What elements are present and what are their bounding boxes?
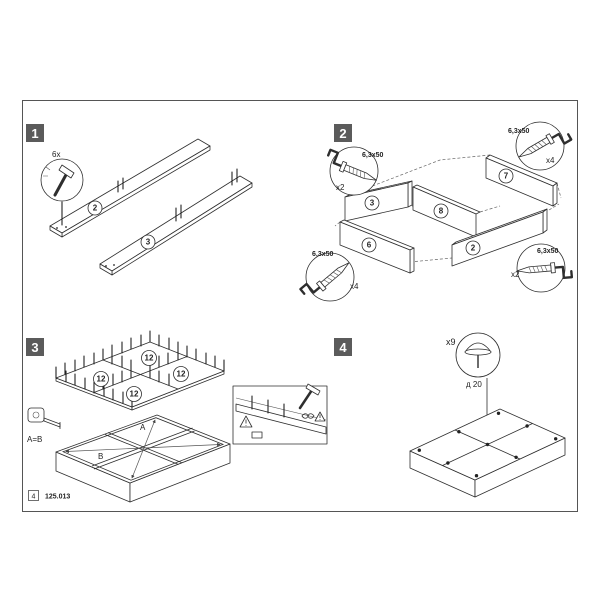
step-number: 2 xyxy=(339,126,346,141)
frame-underside xyxy=(409,408,566,498)
step-1-illustration: 2 3 6x xyxy=(40,138,253,276)
screw-qty: x4 xyxy=(546,156,555,165)
board-edge-face xyxy=(111,182,253,276)
part-label-circle xyxy=(361,237,377,253)
screw-qty: x4 xyxy=(350,282,359,291)
tape-measure-icon xyxy=(27,407,61,429)
foot-callout: x9 д 20 xyxy=(446,332,501,389)
slat-count: 12 xyxy=(97,375,106,384)
page-frame xyxy=(22,100,578,512)
part-label-circle xyxy=(498,168,514,184)
screw-size: 6,3x50 xyxy=(362,152,384,159)
slat-grid: 12 12 12 12 xyxy=(55,330,225,411)
step-badge-2: 2 xyxy=(334,124,352,142)
hammer-icon xyxy=(298,383,321,410)
hammer-callout: 6x xyxy=(40,150,84,202)
screw-callout-bottom-right: 6,3x50 x2 xyxy=(511,243,574,293)
screw-callout-top-right: 6,3x50 x4 xyxy=(508,121,573,171)
step-badge-3: 3 xyxy=(26,338,44,356)
feet-qty: x9 xyxy=(446,337,456,347)
part-number: 2 xyxy=(471,244,476,253)
inset-slat xyxy=(235,403,327,435)
step-2-illustration: 3 8 7 6 2 xyxy=(299,121,574,302)
assembled-frame: A B xyxy=(55,414,231,503)
part-label-circle xyxy=(465,240,481,256)
hammer-icon xyxy=(43,164,75,197)
screw-qty: x2 xyxy=(511,270,520,279)
step-number: 1 xyxy=(31,126,38,141)
dowel-pins xyxy=(55,330,225,408)
panel-part-8: 8 xyxy=(412,184,481,238)
footer: 4 125.013 xyxy=(28,490,70,501)
step-badge-1: 1 xyxy=(26,124,44,142)
slat-label-2: 12 xyxy=(93,371,109,387)
slat-count: 12 xyxy=(177,370,186,379)
dowel-pins xyxy=(61,168,238,226)
page-number-box xyxy=(28,490,39,501)
feet-size: д 20 xyxy=(466,380,482,389)
screwdriver-icon xyxy=(518,132,573,158)
step-number: 4 xyxy=(339,340,347,355)
panel-part-6: 6 xyxy=(339,219,415,274)
dowel-holes xyxy=(56,226,115,267)
slat-count: 12 xyxy=(130,390,139,399)
screwdriver-icon xyxy=(327,148,377,181)
article-code: 125.013 xyxy=(45,494,70,501)
diagonal-b-label: B xyxy=(98,452,103,461)
panel-part-7: 7 xyxy=(485,154,558,207)
placement-guides xyxy=(334,154,562,263)
screw-icon xyxy=(320,262,350,288)
screw-icon xyxy=(343,164,377,181)
step-badge-4: 4 xyxy=(334,338,352,356)
measure-rule: A=B xyxy=(27,435,42,444)
hammer-count: 6x xyxy=(52,150,60,159)
board-end-face xyxy=(99,263,113,276)
part-label-circle xyxy=(433,203,449,219)
page-number: 4 xyxy=(32,494,36,501)
diagonal-a-line xyxy=(131,419,156,479)
part-number: 3 xyxy=(370,199,375,208)
part-label-3: 3 xyxy=(140,234,156,250)
part-number: 6 xyxy=(367,241,372,250)
screw-size: 6,3x50 xyxy=(312,251,334,258)
furniture-foot-icon xyxy=(464,342,492,368)
screw-size: 6,3x50 xyxy=(537,248,559,255)
screw-callout-bottom-left: 6,3x50 x4 xyxy=(299,251,359,302)
part-number: 8 xyxy=(439,207,444,216)
panel-part-2: 2 xyxy=(451,208,548,267)
badge-box xyxy=(334,124,352,142)
screwdriver-icon xyxy=(516,262,574,280)
screw-icon xyxy=(518,137,551,158)
badge-box xyxy=(26,338,44,356)
part-number: 3 xyxy=(146,238,151,247)
badge-box xyxy=(334,338,352,356)
badge-box xyxy=(26,124,44,142)
foot-positions xyxy=(417,411,558,478)
board-part-3 xyxy=(99,175,253,276)
bracket-icon xyxy=(251,431,263,439)
screw-qty: x2 xyxy=(336,183,345,192)
slat-label-4: 12 xyxy=(126,386,142,402)
screwdriver-icon xyxy=(299,262,350,295)
slat-label-1: 12 xyxy=(141,350,157,366)
slat-count: 12 xyxy=(145,354,154,363)
warning-icon xyxy=(239,415,253,428)
screw-size: 6,3x50 xyxy=(508,128,530,135)
detail-inset xyxy=(232,383,328,445)
step-number: 3 xyxy=(31,340,38,355)
warning-icon xyxy=(301,411,326,422)
step-3-illustration: 12 12 12 12 A=B xyxy=(27,330,328,503)
diagonal-a-label: A xyxy=(140,423,146,432)
slat-label-3: 12 xyxy=(173,366,189,382)
part-label-2: 2 xyxy=(87,200,103,216)
board-end-face xyxy=(49,225,63,238)
part-number: 7 xyxy=(504,172,509,181)
screw-callout-top-left: 6,3x50 x2 xyxy=(327,146,384,196)
part-number: 2 xyxy=(93,204,98,213)
part-label-circle xyxy=(87,200,103,216)
part-label-circle xyxy=(364,195,380,211)
part-label-circle xyxy=(140,234,156,250)
step-4-illustration: x9 д 20 xyxy=(409,332,566,498)
